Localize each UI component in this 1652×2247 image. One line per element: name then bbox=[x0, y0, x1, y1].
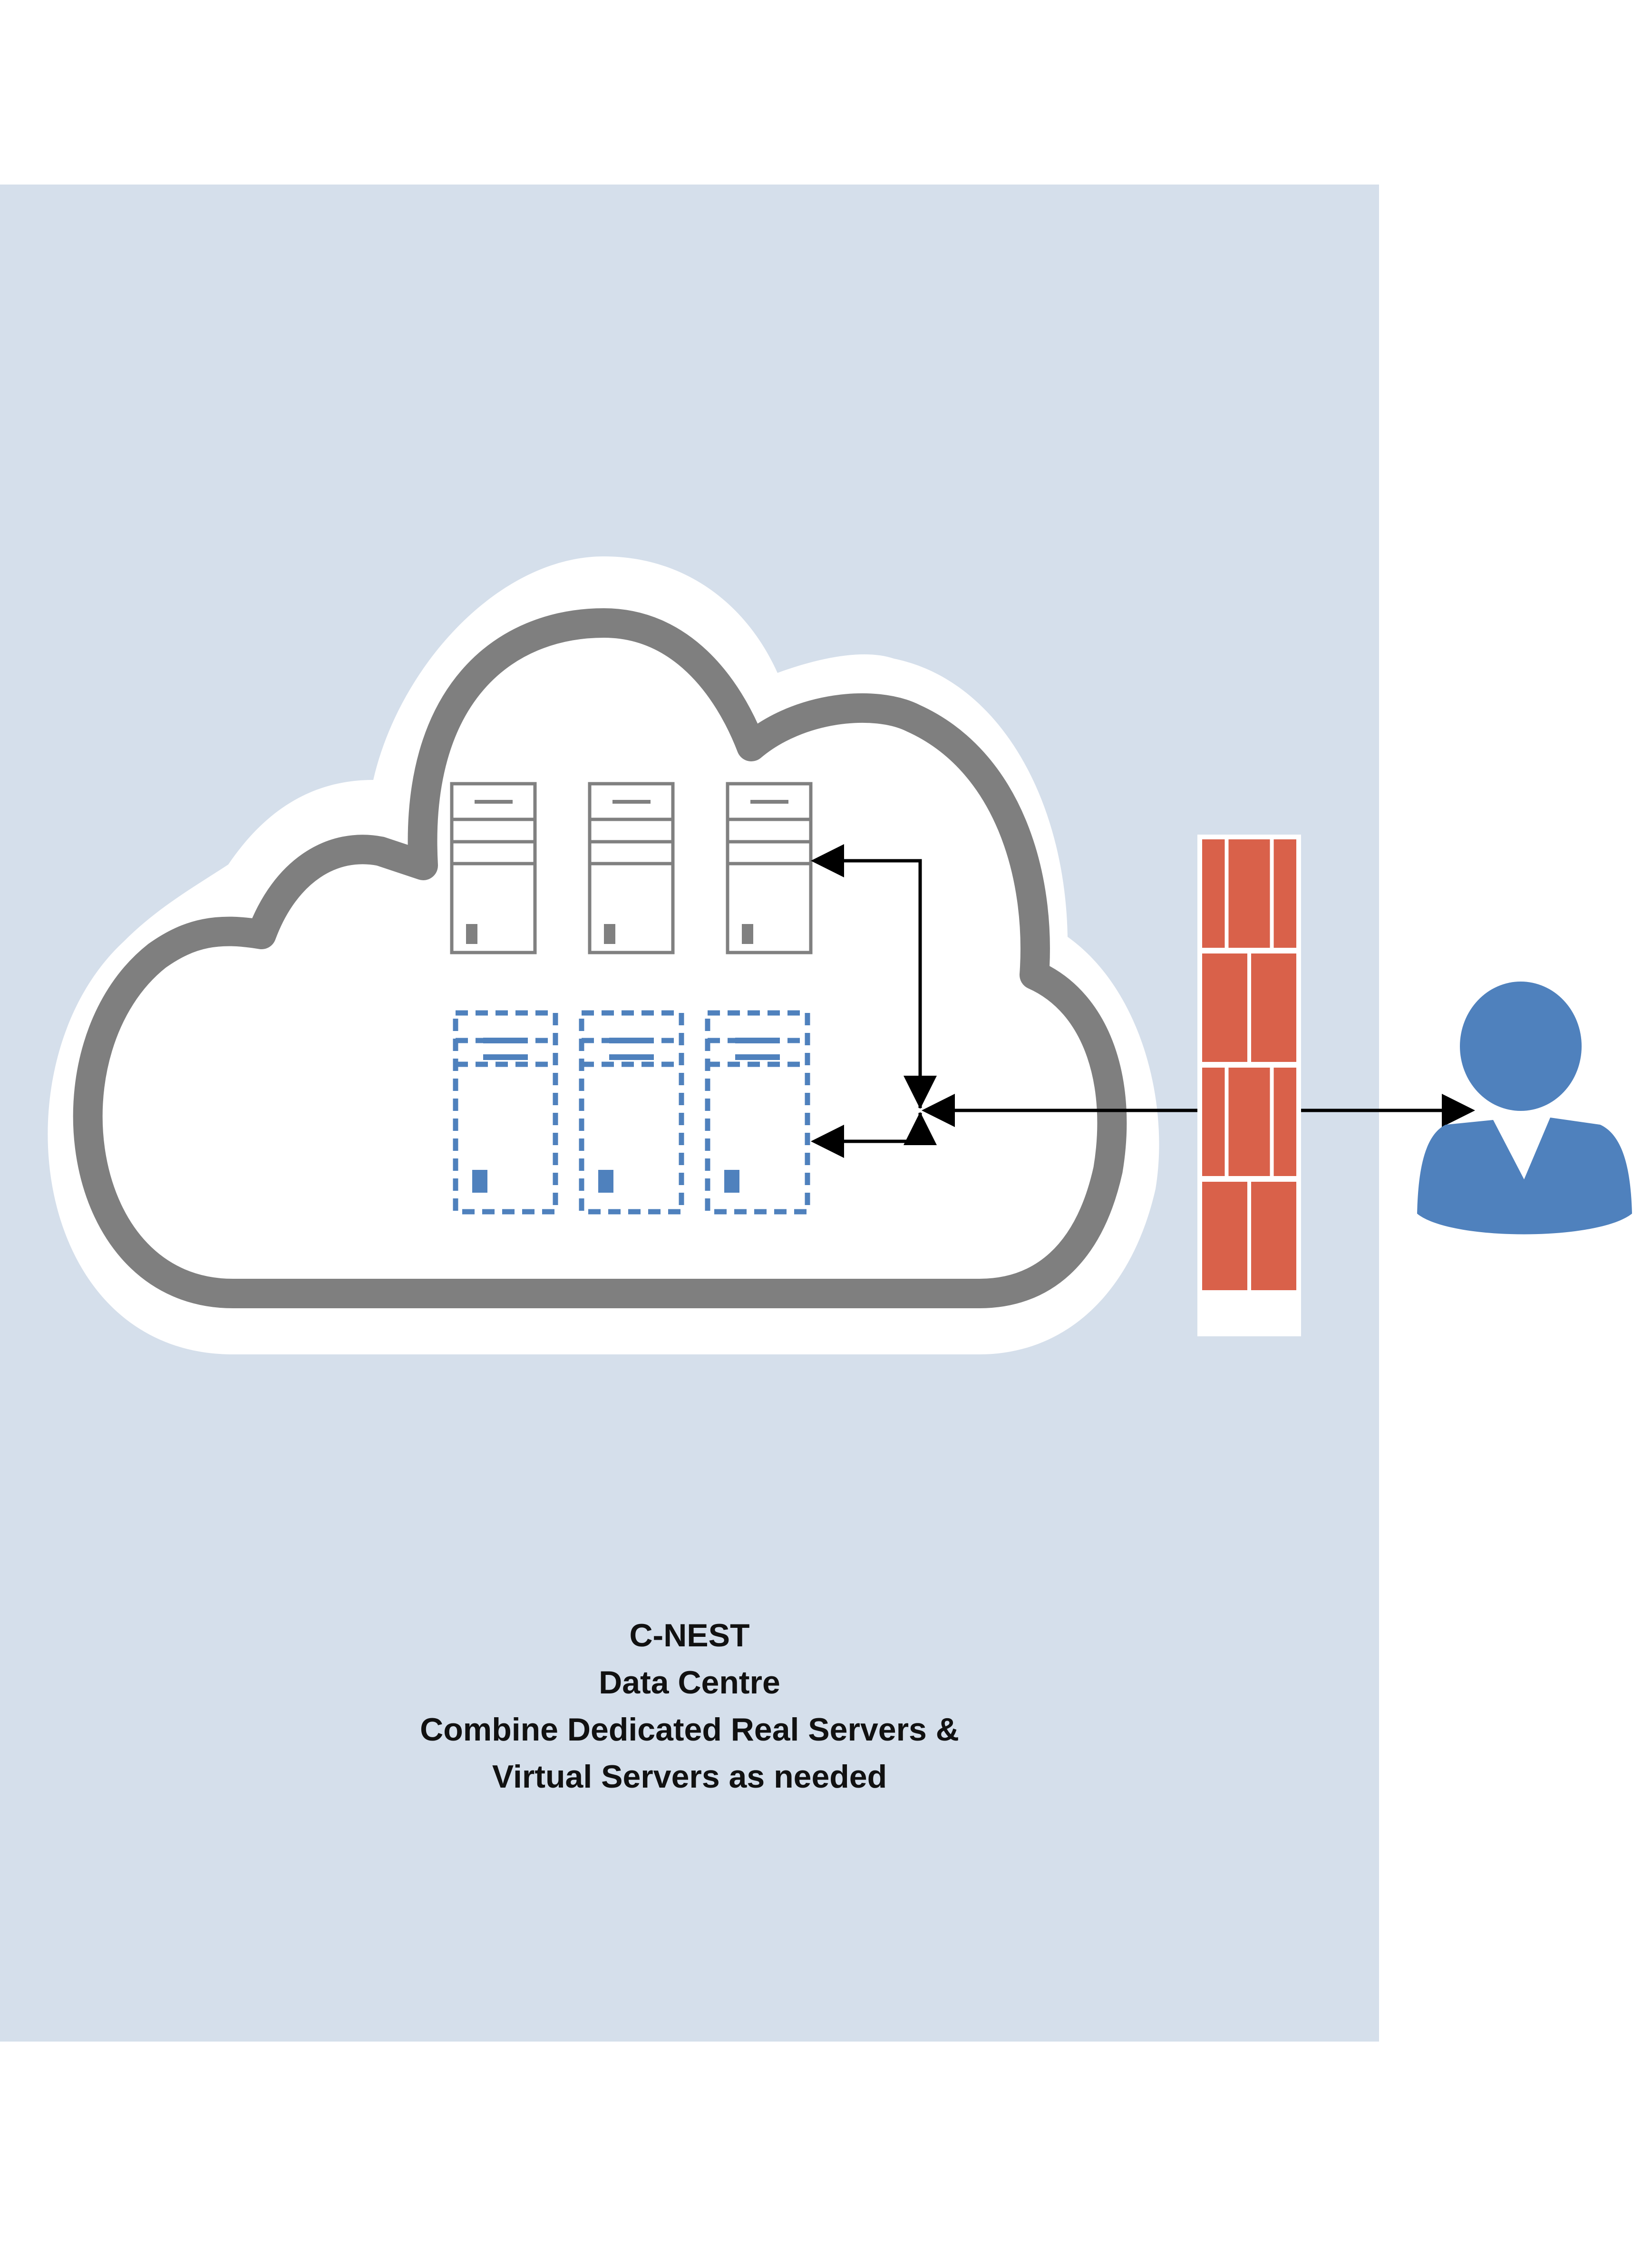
user-body bbox=[1417, 1118, 1632, 1235]
virtual-server-icon bbox=[453, 1010, 558, 1215]
cloud-outline bbox=[73, 608, 1127, 1308]
virtual-server-icon bbox=[705, 1010, 810, 1215]
caption-title: C-NEST bbox=[629, 1617, 750, 1654]
firewall-icon bbox=[1197, 835, 1301, 1336]
server-icon bbox=[726, 782, 813, 954]
server-icon bbox=[450, 782, 537, 954]
caption-line-4: Virtual Servers as needed bbox=[492, 1759, 887, 1795]
user-head bbox=[1460, 982, 1582, 1111]
diagram-caption: C-NEST Data Centre Combine Dedicated Rea… bbox=[0, 1612, 1379, 1800]
virtual-server-icon bbox=[579, 1010, 684, 1215]
connections bbox=[811, 844, 1475, 1158]
caption-line-3: Combine Dedicated Real Servers & bbox=[420, 1712, 959, 1748]
user-icon bbox=[1417, 982, 1632, 1235]
virtual-servers-group bbox=[453, 1010, 810, 1215]
caption-subtitle: Data Centre bbox=[599, 1664, 780, 1701]
cloud bbox=[48, 556, 1159, 1354]
server-icon bbox=[588, 782, 675, 954]
real-servers-group bbox=[450, 782, 813, 954]
